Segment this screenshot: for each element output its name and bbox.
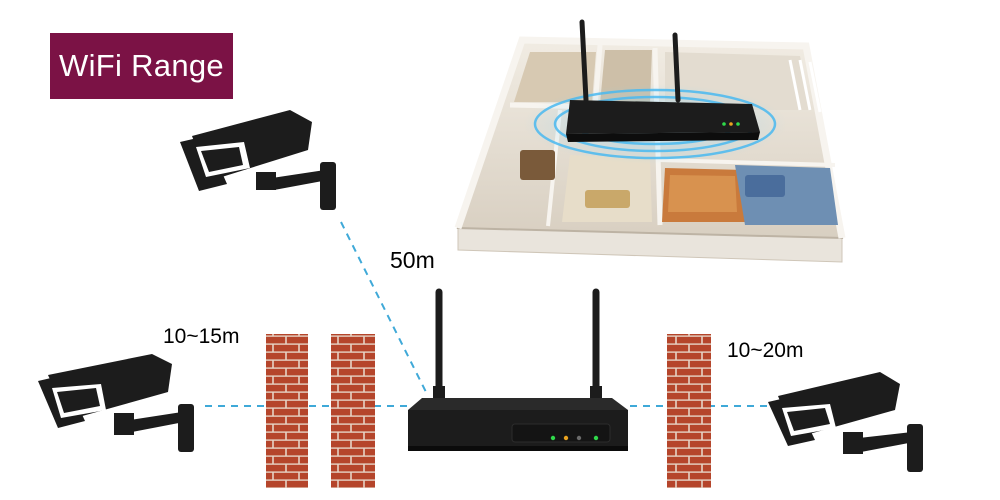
range-label-main: 50m [390,247,435,273]
nvr-led-1 [550,435,556,441]
security-camera-icon-left [38,354,194,452]
title-badge: WiFi Range [50,33,233,99]
security-camera-icon-top [180,110,336,210]
floorplan-house [454,19,846,263]
nvr-led-3 [576,435,582,441]
brick-wall-left-2 [331,334,375,488]
wifi-nvr-device [408,288,628,451]
range-label-left: 10~15m [163,325,240,348]
signal-line-top [340,221,427,393]
nvr-led-4 [593,435,599,441]
range-label-right: 10~20m [727,339,804,362]
security-camera-icon-right [768,372,923,472]
floorplan-nvr-device [566,19,760,142]
nvr-led-2 [563,435,569,441]
brick-wall-left-1 [266,334,308,488]
page-title: WiFi Range [59,48,224,83]
title-badge-bg [50,33,233,99]
brick-wall-right [667,334,711,488]
